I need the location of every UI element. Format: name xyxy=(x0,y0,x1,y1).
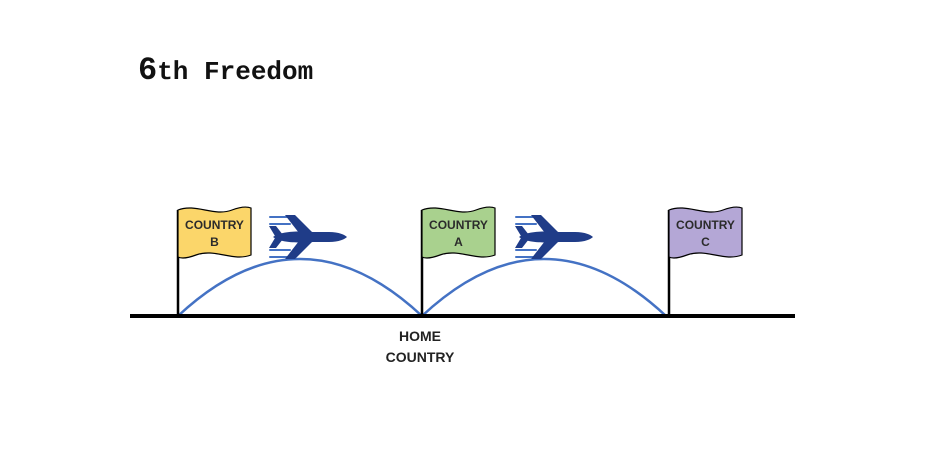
flag-label-line2: B xyxy=(210,235,219,249)
airplane-icon xyxy=(269,215,347,259)
flag-cloth xyxy=(177,206,252,259)
title-number: 6 xyxy=(138,52,158,89)
home-country-label: HOME COUNTRY xyxy=(370,326,470,368)
flag-country-b: COUNTRY B xyxy=(176,206,252,316)
flag-label-line1: COUNTRY xyxy=(429,218,488,232)
airplane-icon xyxy=(515,215,593,259)
flag-country-c: COUNTRY C xyxy=(667,206,743,316)
flag-cloth xyxy=(668,206,743,259)
flag-label-line1: COUNTRY xyxy=(676,218,735,232)
flag-country-a: COUNTRY A xyxy=(420,206,496,316)
title-text: th Freedom xyxy=(157,57,314,87)
route-arc-b-to-a xyxy=(177,257,423,317)
home-label-line2: COUNTRY xyxy=(385,349,455,365)
route-arc-a-to-c xyxy=(421,257,667,317)
flag-label-line2: A xyxy=(454,235,463,249)
flag-cloth xyxy=(421,206,496,259)
diagram-title: 6th Freedom xyxy=(138,52,313,89)
flag-label-line2: C xyxy=(701,235,710,249)
flag-label-line1: COUNTRY xyxy=(185,218,244,232)
home-label-line1: HOME xyxy=(399,328,441,344)
